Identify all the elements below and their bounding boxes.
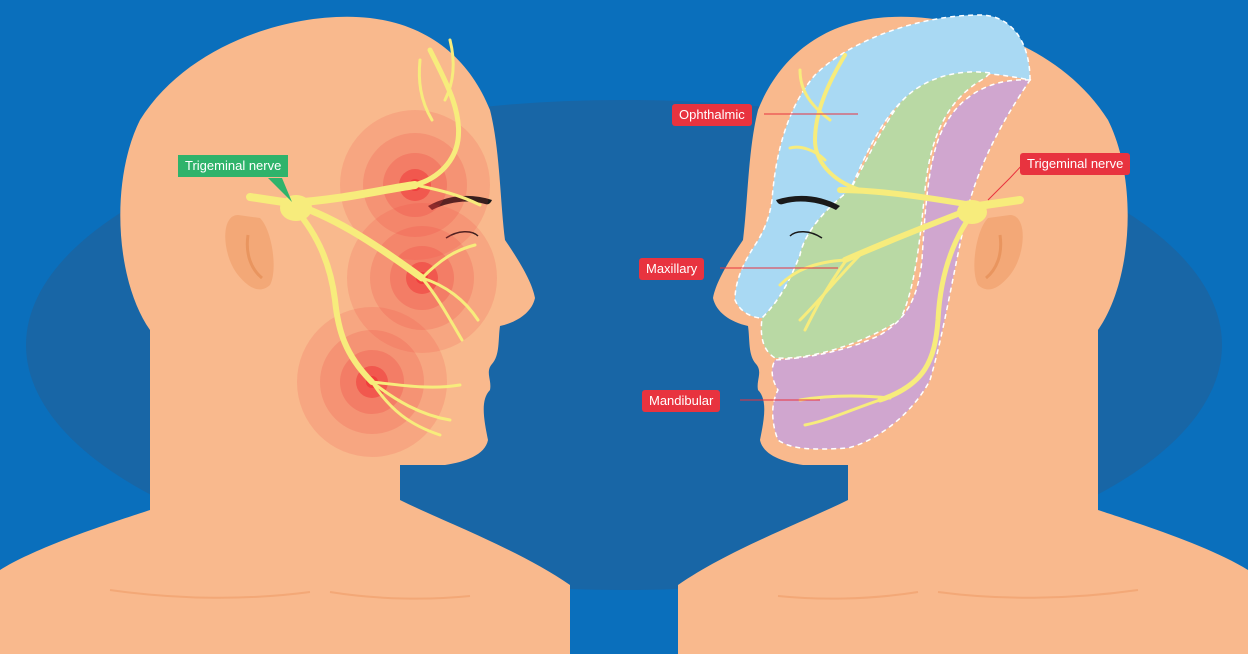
left-trigeminal-nerve-label: Trigeminal nerve [178, 155, 288, 177]
left-trigeminal-ganglion [280, 195, 312, 221]
right-trigeminal-nerve-label: Trigeminal nerve [1020, 153, 1130, 175]
mandibular-label: Mandibular [642, 390, 720, 412]
ophthalmic-label: Ophthalmic [672, 104, 752, 126]
right-trigeminal-ganglion [957, 200, 987, 224]
maxillary-label: Maxillary [639, 258, 704, 280]
